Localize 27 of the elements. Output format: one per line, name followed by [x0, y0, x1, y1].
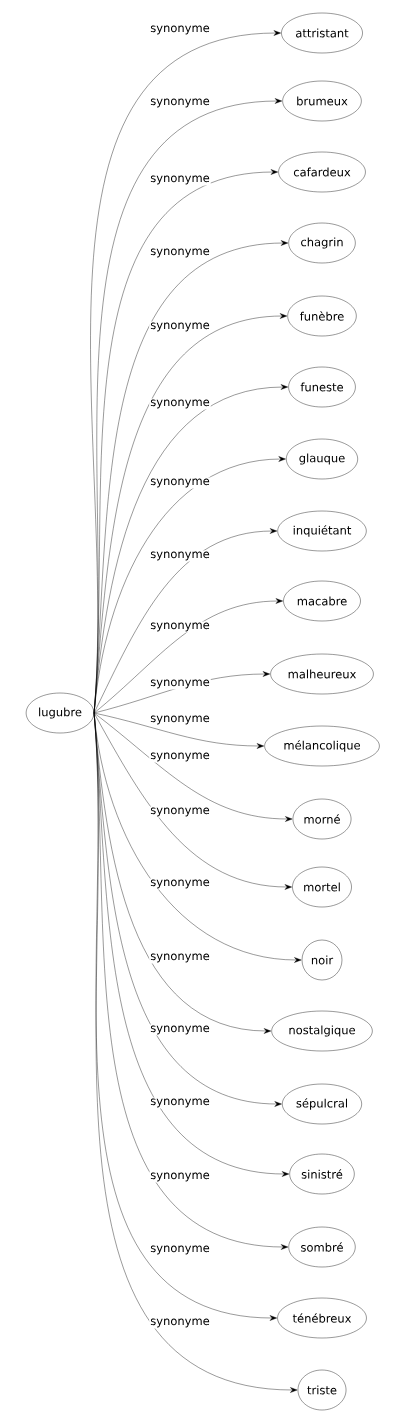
edge-label: synonyme — [150, 715, 210, 725]
arrow — [93, 712, 292, 890]
edge-label: synonyme — [150, 953, 210, 963]
edge-label: synonyme — [150, 175, 210, 185]
edge-label: synonyme — [150, 879, 210, 889]
edge-label: synonyme — [150, 752, 210, 762]
edge-label: synonyme — [150, 1098, 210, 1108]
arrow — [93, 456, 286, 714]
edge-label: synonyme — [150, 1025, 210, 1035]
edge-label: synonyme — [150, 399, 210, 409]
edge-label: synonyme — [150, 1172, 210, 1182]
arrow — [93, 712, 293, 822]
edge-label: synonyme — [150, 551, 210, 561]
arrow — [93, 598, 283, 714]
edge-label: synonyme — [150, 1245, 210, 1255]
arrow — [93, 528, 278, 714]
edge-label: synonyme — [150, 322, 210, 332]
arrow — [93, 712, 298, 1393]
edge-label: synonyme — [150, 98, 210, 108]
edge-label: synonyme — [150, 807, 210, 817]
arrow — [93, 712, 264, 749]
edge-label: synonyme — [150, 1318, 210, 1328]
edge-label: synonyme — [150, 248, 210, 258]
edge-label: synonyme — [150, 25, 210, 35]
edge-label: synonyme — [150, 622, 210, 632]
edge-label: synonyme — [150, 679, 210, 689]
edge-label: synonyme — [150, 478, 210, 488]
